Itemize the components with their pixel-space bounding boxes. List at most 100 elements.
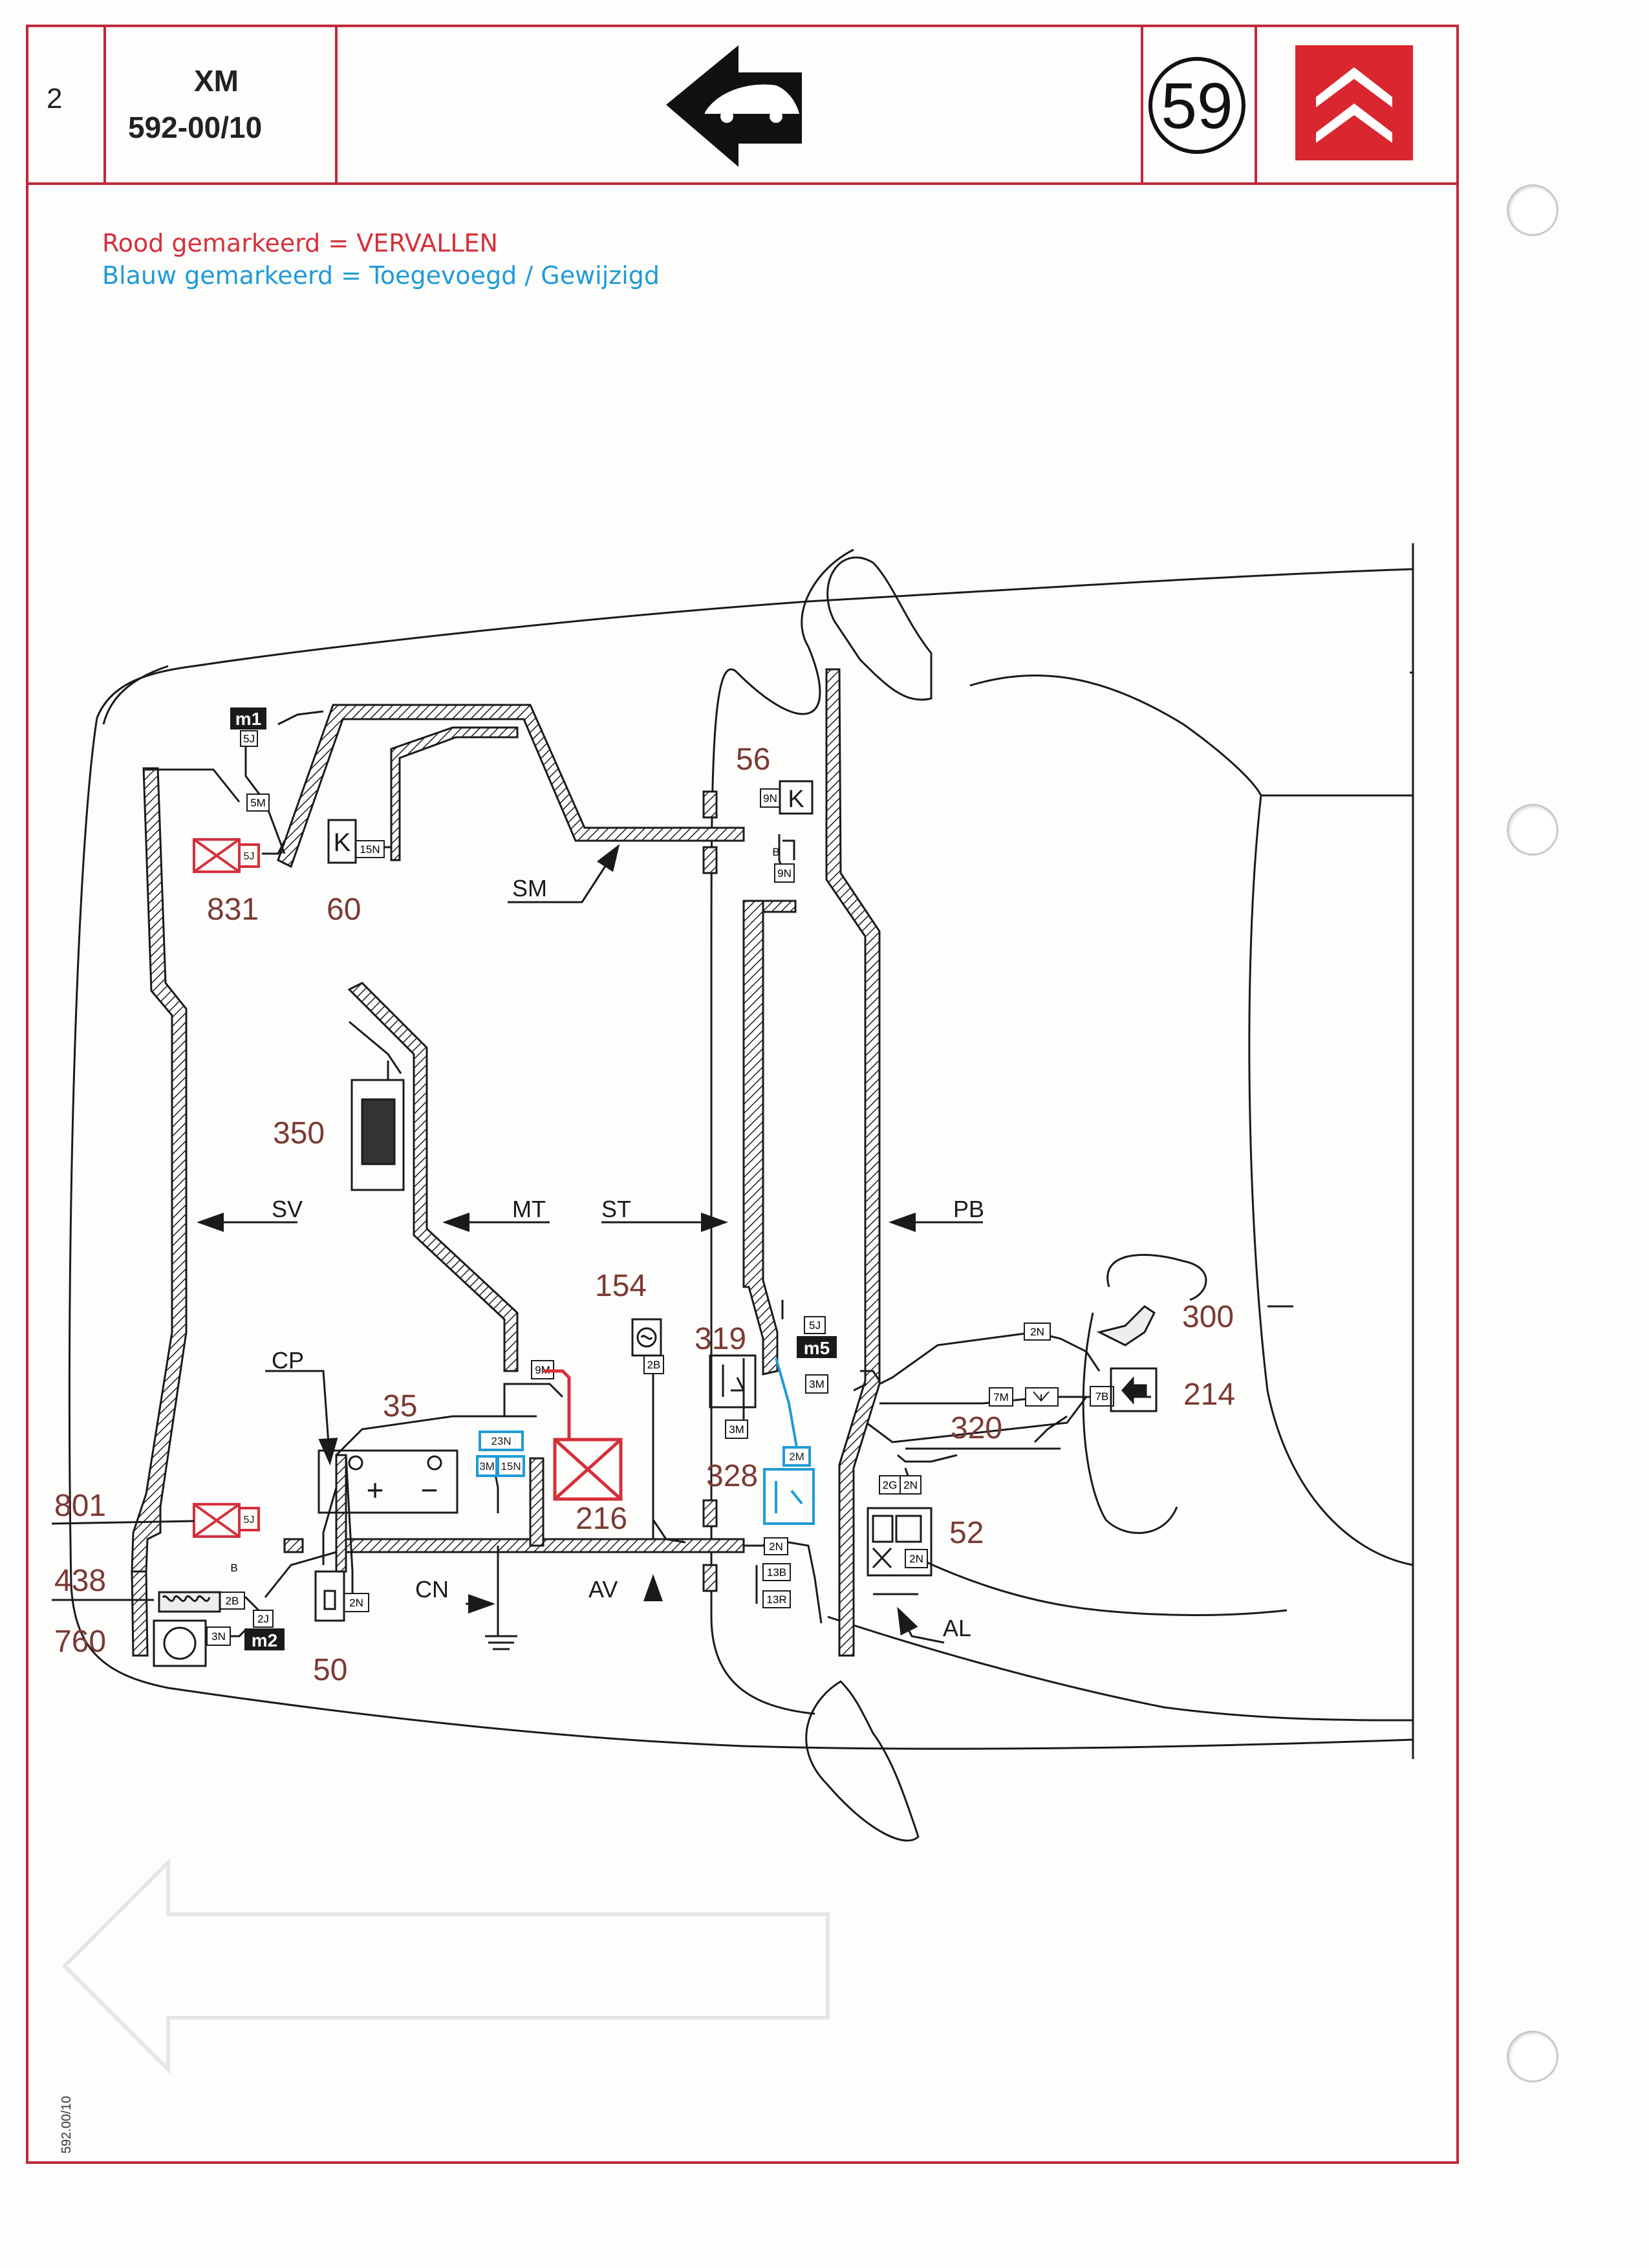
binder-hole-top: [1507, 184, 1558, 236]
label-350: 350: [273, 1116, 325, 1150]
connector-m2: [244, 1628, 285, 1650]
connector-2N-av-label: 2N: [769, 1540, 783, 1553]
connector-m5-label: m5: [804, 1338, 830, 1358]
citroen-logo-icon: [1295, 45, 1413, 160]
connector-13B-label: 13B: [767, 1566, 786, 1579]
label-216: 216: [576, 1502, 627, 1536]
binder-hole-middle: [1507, 804, 1558, 856]
component-numbers: 831 60 56 350 154 319 300 35 214 320 328…: [54, 742, 1235, 1687]
connector-9N-a-label: 9N: [763, 792, 777, 805]
removed-connector-labels: 5J 5J: [244, 851, 255, 1526]
battery-plus: +: [367, 1473, 384, 1507]
connector-7M-label: 7M: [993, 1391, 1009, 1403]
label-801: 801: [54, 1489, 106, 1523]
harness-AV: AV: [588, 1576, 618, 1603]
harness-codes: SM SV MT ST PB CP CN AV AL: [272, 875, 984, 1641]
label-831: 831: [207, 892, 259, 927]
connector-3M-35-label: 3M: [479, 1460, 495, 1473]
label-52: 52: [949, 1516, 984, 1550]
connector-3M-pb-label: 3M: [809, 1378, 824, 1390]
connector-2M-328-label: 2M: [789, 1451, 804, 1463]
legend-added: Blauw gemarkeerd = Toegevoegd / Gewijzig…: [102, 261, 660, 290]
dimmer-icon: [1033, 1391, 1050, 1402]
connector-2N-300-label: 2N: [1030, 1326, 1044, 1338]
document-reference: 592-00/10: [128, 111, 263, 144]
label-154: 154: [595, 1269, 647, 1303]
harness-SV: SV: [272, 1196, 303, 1222]
binder-hole-bottom: [1507, 2031, 1558, 2082]
connector-B-56-label: B: [772, 846, 779, 858]
connector-m2-label: m2: [252, 1630, 277, 1650]
harness-ST: ST: [601, 1196, 631, 1222]
harness-SM: SM: [512, 875, 547, 902]
relay-60-glyph: K: [334, 828, 351, 857]
added-connector-labels: 23N 3M 15N 2M: [479, 1435, 804, 1473]
component-glyphs: K K + −: [334, 786, 804, 1507]
title-divider-1: [103, 27, 106, 182]
label-328: 328: [706, 1459, 758, 1493]
connector-2J-label: 2J: [257, 1613, 269, 1625]
battery-minus: −: [421, 1473, 438, 1507]
label-56: 56: [736, 742, 770, 777]
title-divider-2: [335, 27, 338, 182]
label-300: 300: [1182, 1300, 1234, 1334]
title-divider-4: [1255, 27, 1257, 182]
wiring-lines: [146, 710, 1293, 1650]
label-438: 438: [54, 1564, 106, 1598]
harness-CN: CN: [415, 1576, 449, 1603]
connector-2N-52b-label: 2N: [909, 1553, 923, 1565]
circled-number-text: 59: [1161, 70, 1233, 142]
watermark-arrow-icon: [61, 1857, 830, 2075]
connector-9M-label: 9M: [535, 1364, 550, 1376]
label-214: 214: [1183, 1377, 1235, 1412]
circled-number-badge: 59: [1148, 57, 1245, 154]
connector-23N-label: 23N: [491, 1435, 511, 1447]
connector-B-438-label: B: [230, 1562, 237, 1574]
connector-5J-label: 5J: [243, 733, 255, 745]
title-divider-3: [1141, 27, 1143, 182]
harness-MT: MT: [512, 1196, 546, 1222]
connector-3M-319-label: 3M: [729, 1423, 744, 1436]
harness-callout-arrows: [197, 843, 983, 1644]
connector-5M-label: 5M: [250, 797, 266, 809]
harness-CP: CP: [272, 1347, 304, 1374]
relay-56-glyph: K: [788, 786, 804, 813]
page-number: 2: [47, 83, 63, 114]
label-760: 760: [54, 1625, 106, 1659]
connector-9N-b-label: 9N: [777, 867, 792, 880]
connector-2B-438-label: 2B: [226, 1595, 239, 1607]
connector-7B-label: 7B: [1095, 1390, 1109, 1403]
connector-2N-52a-label: 2N: [903, 1479, 918, 1491]
car-outline: [68, 543, 1414, 1842]
connector-2G-label: 2G: [883, 1479, 898, 1491]
label-35: 35: [383, 1389, 417, 1423]
connector-5J-831-label: 5J: [244, 851, 255, 862]
removed-components: [193, 838, 623, 1538]
harness-AL: AL: [943, 1615, 971, 1641]
label-60: 60: [327, 892, 361, 927]
connector-13R-label: 13R: [766, 1593, 786, 1606]
connector-2N-50-label: 2N: [349, 1597, 363, 1609]
connector-15N-35-label: 15N: [501, 1460, 521, 1473]
connectors: m1 5J 5M 15N 9N B 9N 5J m5 3M 2N 7M: [206, 707, 1114, 1650]
label-50: 50: [313, 1653, 347, 1687]
legend-removed: Rood gemarkeerd = VERVALLEN: [102, 229, 498, 257]
bulkhead-blocks: [702, 790, 718, 1592]
connector-3N-760-label: 3N: [211, 1630, 226, 1643]
added-components: [476, 1357, 815, 1525]
label-319: 319: [695, 1322, 746, 1356]
callout-leaders: [51, 1520, 195, 1601]
harness-PB: PB: [953, 1196, 984, 1222]
connector-2B-154-label: 2B: [647, 1359, 661, 1371]
connector-m5: [797, 1336, 837, 1358]
drawing-frame: [26, 182, 1459, 2164]
label-320: 320: [951, 1411, 1002, 1445]
harness-main: [131, 668, 881, 1657]
connector-5J-801-label: 5J: [244, 1515, 255, 1526]
connector-5J-m5-label: 5J: [809, 1319, 821, 1332]
connector-m1-label: m1: [235, 709, 261, 729]
component-symbols: [153, 780, 1158, 1667]
direction-car-icon: [666, 45, 802, 167]
